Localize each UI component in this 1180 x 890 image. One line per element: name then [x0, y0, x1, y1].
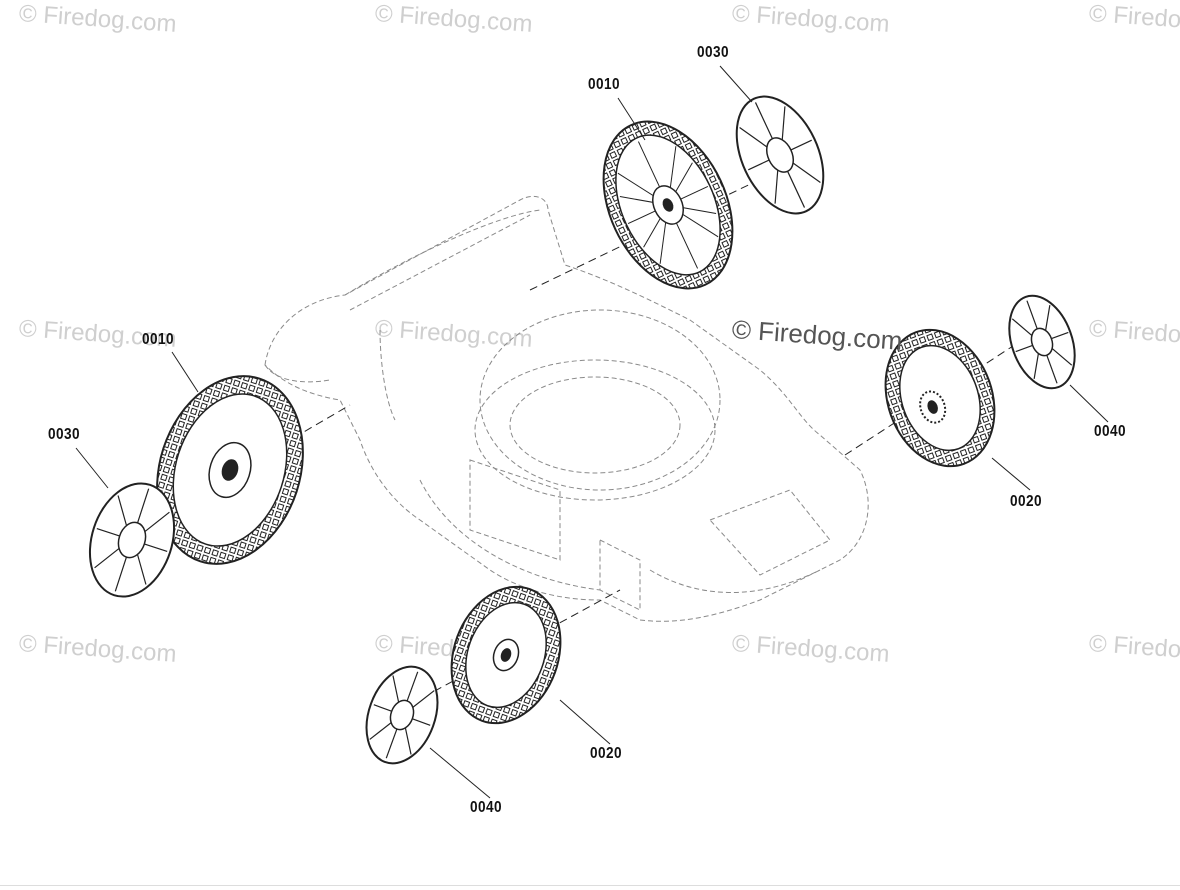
wheel-0020-right	[884, 328, 996, 468]
hubcap-0030-top	[735, 95, 825, 215]
hubcap-0040-right	[1008, 294, 1076, 390]
wheel-0020-bottom	[450, 585, 562, 725]
callout-0010-left: 0010	[142, 331, 174, 348]
hubcap-0030-left	[88, 482, 176, 598]
callout-0040-right: 0040	[1094, 423, 1126, 440]
callout-0020-right: 0020	[1010, 493, 1042, 510]
callout-0040-bottom: 0040	[470, 799, 502, 816]
wheel-0010-left	[156, 375, 304, 565]
mower-deck-outline	[264, 195, 869, 622]
callout-0030-top: 0030	[697, 44, 729, 61]
leader-lines	[75, 65, 1109, 799]
callout-0010-top: 0010	[588, 76, 620, 93]
hubcap-0040-bottom	[365, 665, 439, 765]
wheel-0010-top	[602, 120, 734, 290]
callout-0020-bottom: 0020	[590, 745, 622, 762]
bottom-border	[0, 885, 1180, 886]
callout-0030-left: 0030	[48, 426, 80, 443]
